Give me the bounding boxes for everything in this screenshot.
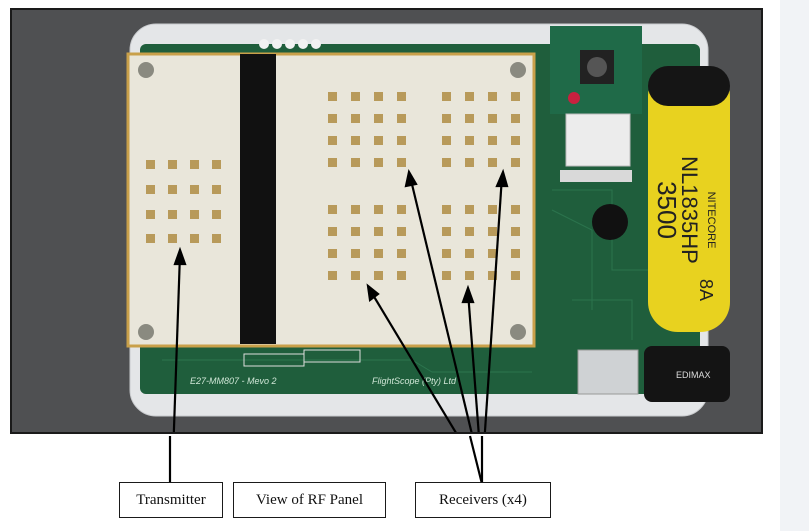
dongle-brand-text: EDIMAX xyxy=(676,370,711,380)
receivers-label-text: Receivers (x4) xyxy=(439,491,527,508)
board-maker-text: FlightScope (Pty) Ltd xyxy=(372,376,457,386)
receivers-label: Receivers (x4) xyxy=(415,482,551,518)
battery: NL1835HP 3500 NITECORE 8A xyxy=(648,66,730,332)
usb-dongle xyxy=(644,346,730,402)
usb-port xyxy=(577,349,639,395)
view-label: View of RF Panel xyxy=(233,482,386,518)
receiver-array-4 xyxy=(442,205,520,280)
annotation-arrows xyxy=(172,168,509,432)
receiver-array-1 xyxy=(328,92,406,167)
view-label-text: View of RF Panel xyxy=(255,491,363,508)
side-margin-strip xyxy=(780,0,809,531)
battery-model-text: NL1835HP xyxy=(677,156,702,264)
board-part-number-text: E27-MM807 - Mevo 2 xyxy=(190,376,277,386)
battery-brand-text: NITECORE xyxy=(705,192,717,249)
receiver-array-3 xyxy=(328,205,406,280)
transmitter-array xyxy=(146,160,221,243)
rf-panel-photo: NL1835HP 3500 NITECORE 8A EDIMAX E27-MM8… xyxy=(10,8,763,434)
transmitter-label-text: Transmitter xyxy=(136,491,206,508)
transmitter-label: Transmitter xyxy=(119,482,223,518)
receiver-array-2 xyxy=(442,92,520,167)
absorber-strip xyxy=(240,54,276,344)
battery-current-text: 8A xyxy=(696,279,716,301)
photo-illustration: NL1835HP 3500 NITECORE 8A EDIMAX E27-MM8… xyxy=(12,10,761,432)
battery-capacity-text: 3500 xyxy=(652,181,682,239)
